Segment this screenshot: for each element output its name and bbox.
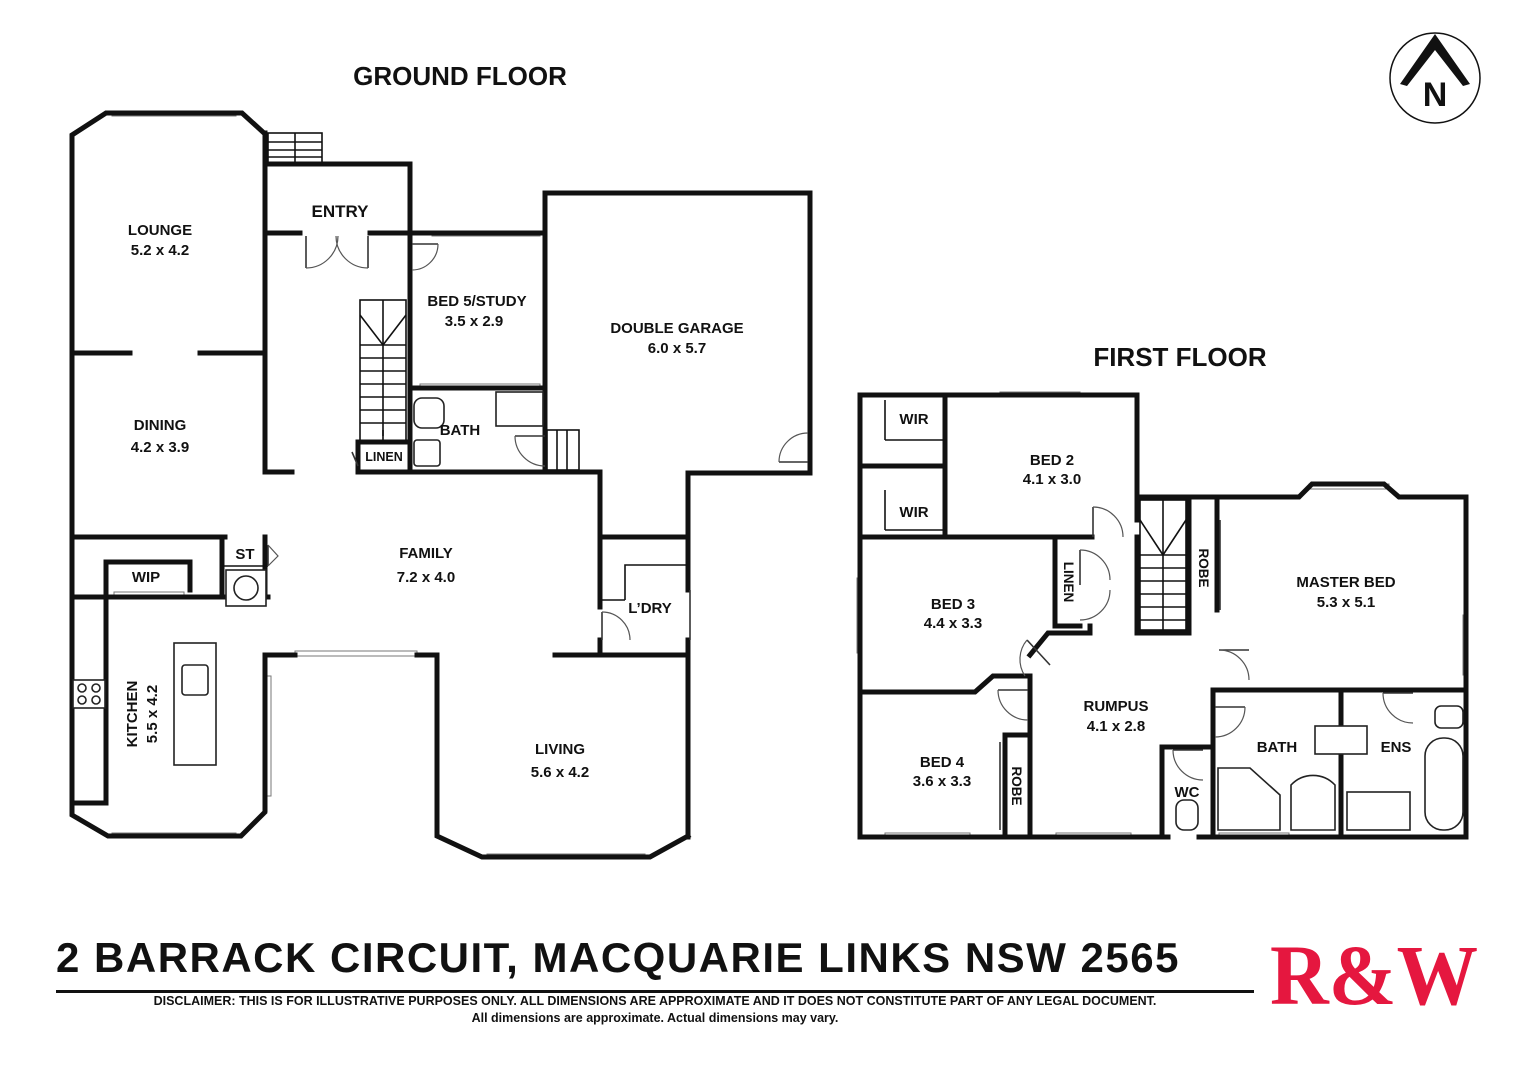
north-arrow-icon: N <box>1389 32 1481 124</box>
internal-stairs <box>359 299 407 443</box>
brand-logo-text: R&W <box>1270 934 1478 1012</box>
room-kitchen-name: KITCHEN <box>124 681 141 748</box>
room-wir1-name: WIR <box>899 411 928 428</box>
compass-letter: N <box>1423 76 1448 114</box>
first-floor-plan <box>856 391 1469 840</box>
garage-step <box>546 429 580 471</box>
room-bed4-dims: 3.6 x 3.3 <box>913 773 971 790</box>
room-master-name: MASTER BED <box>1296 574 1395 591</box>
ground-doors <box>267 235 809 641</box>
room-ens-name: ENS <box>1381 739 1412 756</box>
room-bed3-name: BED 3 <box>931 596 975 613</box>
room-labels: GROUND FLOOR FIRST FLOOR LOUNGE 5.2 x 4.… <box>124 61 1411 806</box>
ground-floor-plan <box>69 110 813 860</box>
first-floor-heading: FIRST FLOOR <box>1093 342 1267 372</box>
room-rumpus-name: RUMPUS <box>1083 698 1148 715</box>
room-st-name: ST <box>235 546 254 563</box>
brand-logo: R&W <box>1270 934 1478 1012</box>
room-bed5-name: BED 5/STUDY <box>427 293 526 310</box>
room-linen-first-name: LINEN <box>1061 562 1076 603</box>
room-master-dims: 5.3 x 5.1 <box>1317 594 1375 611</box>
disclaimer-text: DISCLAIMER: THIS IS FOR ILLUSTRATIVE PUR… <box>153 994 1157 1008</box>
room-wir2-name: WIR <box>899 504 928 521</box>
room-living-dims: 5.6 x 4.2 <box>531 764 589 781</box>
room-family-name: FAMILY <box>399 545 453 562</box>
room-bath-ground-name: BATH <box>440 422 481 439</box>
room-dining-dims: 4.2 x 3.9 <box>131 439 189 456</box>
ground-fixtures <box>72 391 544 766</box>
room-living-name: LIVING <box>535 741 585 758</box>
room-wc-name: WC <box>1175 784 1200 801</box>
footer-divider <box>56 990 1254 993</box>
room-bed2-name: BED 2 <box>1030 452 1074 469</box>
first-floor-stairs <box>1139 499 1187 631</box>
room-robe-master-name: ROBE <box>1196 548 1211 587</box>
ground-floor-heading: GROUND FLOOR <box>353 61 567 91</box>
room-garage-dims: 6.0 x 5.7 <box>648 340 706 357</box>
property-address: 2 BARRACK CIRCUIT, MACQUARIE LINKS NSW 2… <box>56 934 1180 981</box>
entry-stairs <box>267 132 323 165</box>
room-bed3-dims: 4.4 x 3.3 <box>924 615 982 632</box>
room-rumpus-dims: 4.1 x 2.8 <box>1087 718 1145 735</box>
room-linen-ground-name: LINEN <box>365 450 403 464</box>
room-bed5-dims: 3.5 x 2.9 <box>445 313 503 330</box>
room-lounge-dims: 5.2 x 4.2 <box>131 242 189 259</box>
room-bath-first-name: BATH <box>1257 739 1298 756</box>
room-entry-name: ENTRY <box>312 202 370 221</box>
room-bed4-name: BED 4 <box>920 754 965 771</box>
room-kitchen-dims: 5.5 x 4.2 <box>144 685 161 743</box>
room-bed2-dims: 4.1 x 3.0 <box>1023 471 1081 488</box>
dimensions-note: All dimensions are approximate. Actual d… <box>471 1011 839 1025</box>
first-floor-doors <box>997 506 1414 830</box>
room-dining-name: DINING <box>134 417 187 434</box>
room-robe-bed4-name: ROBE <box>1009 766 1024 805</box>
room-lounge-name: LOUNGE <box>128 222 192 239</box>
room-family-dims: 7.2 x 4.0 <box>397 569 455 586</box>
room-wip-name: WIP <box>132 569 160 586</box>
first-floor-fixtures <box>1175 705 1464 831</box>
room-garage-name: DOUBLE GARAGE <box>610 320 743 337</box>
room-laundry-name: L’DRY <box>628 600 672 617</box>
